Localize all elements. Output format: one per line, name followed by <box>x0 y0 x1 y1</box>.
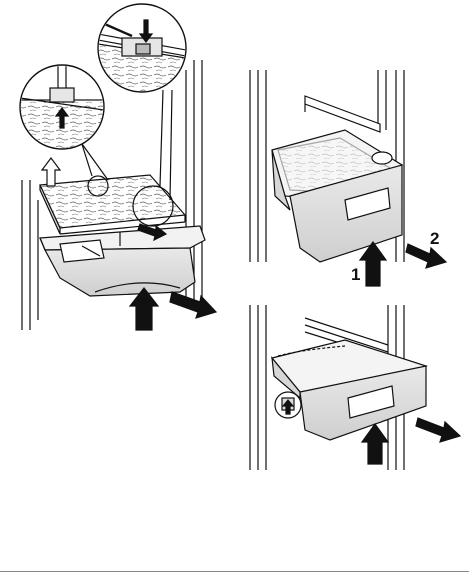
latch-detail-circle <box>275 392 301 418</box>
step-2-label: 2 <box>430 229 439 248</box>
lift-shelf-arrow-icon <box>42 158 60 186</box>
step-1-label: 1 <box>351 265 360 284</box>
cabinet-left-wall <box>250 305 266 470</box>
cabinet-left-wall <box>22 180 38 330</box>
drawer <box>272 130 402 262</box>
magnifier-detail-1 <box>20 60 110 150</box>
page-divider <box>0 571 469 572</box>
glass-shelf <box>40 175 185 234</box>
step-2-pull-arrow-icon <box>406 244 446 268</box>
crisper-drawer <box>40 226 205 296</box>
lift-up-arrow-icon <box>362 424 388 464</box>
drawer-rail <box>305 96 380 132</box>
panel-left-crisper <box>20 4 216 330</box>
pull-out-arrow-icon <box>170 292 216 318</box>
drawer <box>272 340 426 440</box>
magnifier-detail-2 <box>98 4 186 100</box>
pull-out-arrow-icon <box>416 418 460 442</box>
panel-top-right-drawer: 1 2 <box>250 70 446 286</box>
step-1-up-arrow-icon <box>360 242 386 286</box>
panel-bottom-right-drawer <box>250 305 460 470</box>
cabinet-left-wall <box>250 70 266 262</box>
